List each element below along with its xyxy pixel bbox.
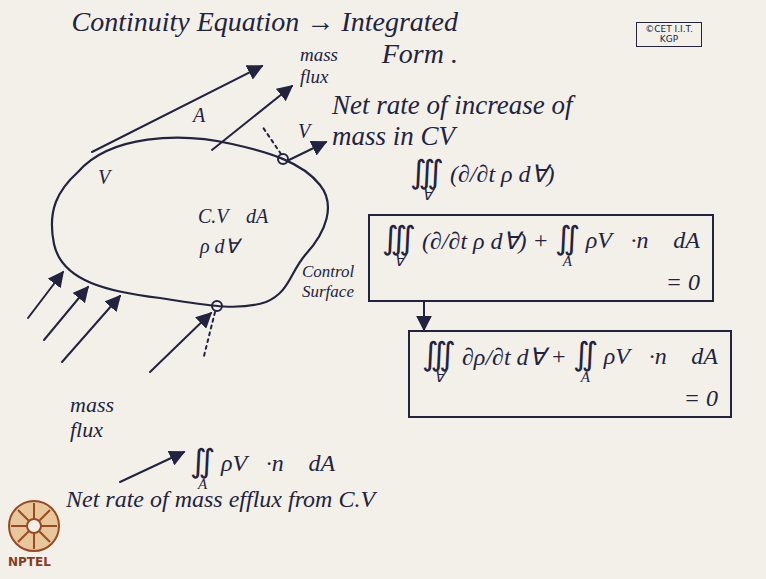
integral-expression: ∬AρV⃗·n⃗ dA — [190, 445, 766, 492]
inflow-arrow — [44, 287, 88, 340]
integral-domain: ∀ — [422, 188, 432, 203]
equation-rhs-row: = 0 — [422, 385, 718, 412]
equation-row: ∭∀(∂/∂t ρ d∀)+∬AρV⃗·n⃗ dA — [382, 222, 700, 269]
integral-domain: A — [581, 370, 590, 385]
integral-sign: ∬A — [190, 445, 215, 492]
integrand: ρV⃗·n⃗ dA — [221, 445, 335, 478]
annotation: V⃗ — [298, 120, 326, 143]
annotation: NPTEL — [8, 556, 51, 570]
control-volume-label: ρ d∀ — [200, 234, 239, 258]
integral-expression: ∭∀(∂/∂t ρ d∀) — [410, 156, 766, 203]
control-surface — [52, 138, 328, 307]
equation-rhs: = 0 — [684, 385, 718, 411]
leader-arrow — [120, 452, 184, 482]
integral-domain: A — [563, 254, 572, 269]
equation-rhs: = 0 — [666, 269, 700, 295]
integral-domain: ∀ — [434, 370, 444, 385]
control-volume-label: C.V — [198, 205, 229, 228]
annotation: Net rate of mass efflux from C.V — [66, 486, 486, 514]
integral-symbol: ∬ — [190, 445, 215, 477]
control-surface-group — [52, 138, 328, 307]
integrand: ρV⃗·n⃗ dA — [604, 338, 718, 370]
inflow-arrow — [28, 272, 63, 318]
integrand: ∂ρ/∂t d∀ — [462, 338, 545, 371]
equation-row: ∭∀∂ρ/∂t d∀+∬AρV⃗·n⃗ dA — [422, 338, 718, 385]
equation-box: ∭∀∂ρ/∂t d∀+∬AρV⃗·n⃗ dA= 0 — [408, 330, 732, 418]
integral-sign: ∬A — [555, 222, 580, 269]
annotation: Control Surface — [302, 262, 364, 301]
annotation: V — [98, 166, 110, 189]
normal-line — [204, 312, 215, 356]
velocity-arrow — [289, 142, 326, 160]
annotation: mass flux — [70, 392, 132, 443]
mass-flux-arrow — [212, 86, 292, 150]
integral-symbol: ∬ — [573, 338, 598, 370]
integral-symbol: ∭ — [410, 156, 444, 188]
integral-symbol: ∭ — [382, 222, 416, 254]
control-volume-label: dA — [246, 205, 268, 228]
annotation: A — [193, 104, 205, 127]
integrand: (∂/∂t ρ d∀) — [422, 222, 527, 255]
inflow-arrow — [150, 313, 211, 372]
operator: + — [551, 338, 567, 370]
nptel-logo — [9, 501, 59, 551]
integral-symbol: ∭ — [422, 338, 456, 370]
velocity-arrow — [92, 66, 262, 152]
integral-sign: ∭∀ — [422, 338, 456, 385]
normal-line — [262, 126, 281, 154]
integral-sign: ∭∀ — [382, 222, 416, 269]
operator: + — [533, 222, 549, 254]
annotation: Net rate of increase of mass in CV — [332, 90, 632, 152]
flow-arrow — [423, 302, 425, 330]
control-surface-outline — [45, 125, 340, 317]
annotation: mass flux — [300, 44, 352, 88]
equation-box: ∭∀(∂/∂t ρ d∀)+∬AρV⃗·n⃗ dA= 0 — [368, 214, 714, 302]
copyright-text: ©CET I.I.T. KGP — [641, 24, 697, 45]
integrand: (∂/∂t ρ d∀) — [450, 156, 555, 189]
slide-title: Continuity Equation → Integrated Form . — [38, 6, 458, 70]
equation-rhs-row: = 0 — [382, 269, 700, 296]
control-volume: C.V dA ρ d∀ — [45, 125, 340, 317]
integral-symbol: ∬ — [555, 222, 580, 254]
copyright-box: ©CET I.I.T. KGP — [636, 22, 702, 47]
integral-domain: ∀ — [394, 254, 404, 269]
inflow-arrow — [62, 296, 120, 362]
integral-sign: ∬A — [573, 338, 598, 385]
integrand: ρV⃗·n⃗ dA — [586, 222, 700, 254]
integral-sign: ∭∀ — [410, 156, 444, 203]
